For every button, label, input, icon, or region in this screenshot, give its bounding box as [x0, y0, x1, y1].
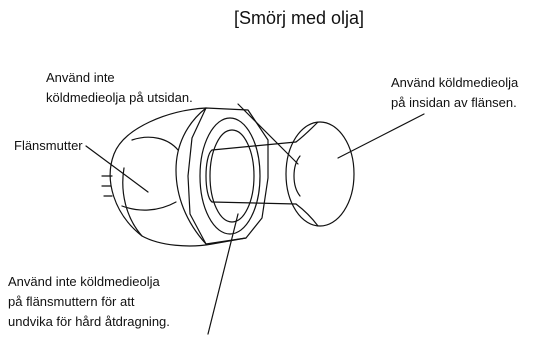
pipe-left-end	[205, 149, 213, 203]
flare-mouth	[285, 121, 355, 227]
label-no-oil-outside-line-2: köldmedieolja på utsidan.	[46, 90, 193, 105]
label-oil-inside-flare-line-2: på insidan av flänsen.	[391, 95, 517, 110]
leader-oil-inside-flare	[337, 113, 425, 159]
nut-outline	[109, 107, 247, 247]
nut-facet-lower	[121, 201, 177, 211]
label-no-oil-on-nut-line-1: Använd inte köldmedieolja	[8, 274, 160, 289]
flare-bottom-edge	[295, 203, 319, 227]
label-oil-inside-flare: Använd köldmedieolja på insidan av fläns…	[391, 73, 518, 113]
nut-bore-inner	[209, 129, 255, 223]
leader-flare-nut	[85, 145, 149, 193]
copper-pipe	[205, 141, 297, 205]
label-no-oil-on-nut-line-2: på flänsmuttern för att	[8, 294, 135, 309]
flare-inner-shade	[293, 155, 301, 197]
label-no-oil-outside-line-1: Använd inte	[46, 70, 115, 85]
pipe-top-edge	[211, 141, 297, 151]
nut-back-edge	[175, 107, 207, 245]
leader-no-oil-outside	[237, 103, 299, 165]
flare-top-edge	[295, 121, 319, 143]
pipe-bottom-edge	[211, 201, 297, 205]
label-no-oil-on-nut: Använd inte köldmedieolja på flänsmutter…	[8, 272, 170, 332]
flare-nut	[101, 107, 269, 247]
leader-no-oil-on-nut	[207, 213, 239, 335]
label-flare-nut: Flänsmutter	[14, 138, 83, 153]
nut-bore-outer	[199, 117, 261, 235]
nut-face-left	[122, 167, 143, 237]
nut-hex-face	[187, 107, 269, 245]
label-no-oil-on-nut-line-3: undvika för hård åtdragning.	[8, 314, 170, 329]
label-oil-inside-flare-line-1: Använd köldmedieolja	[391, 75, 519, 90]
nut-facet-upper	[131, 136, 179, 151]
label-no-oil-outside: Använd inte köldmedieolja på utsidan.	[46, 68, 193, 108]
pipe-flare	[285, 121, 355, 227]
diagram-title: [Smörj med olja]	[234, 8, 365, 28]
